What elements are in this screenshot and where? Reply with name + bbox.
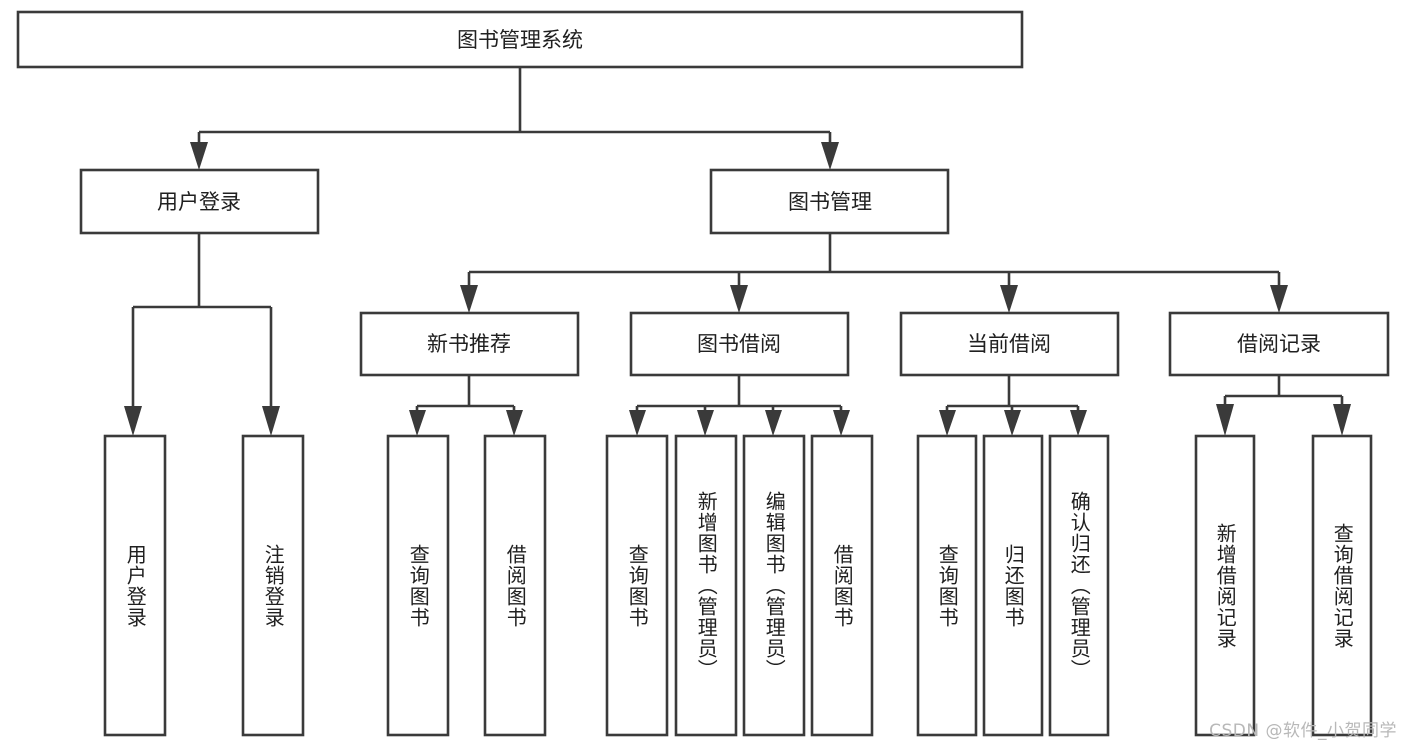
node-book-borrow[interactable]: 图书借阅: [629, 311, 850, 377]
arrow-head-new-book-recommend: [460, 285, 478, 313]
node-borrow-record[interactable]: 借阅记录: [1168, 311, 1390, 377]
arrow-head-leaf-user-login-1: [124, 406, 142, 436]
node-book-management-label: 图书管理: [788, 190, 872, 214]
arrow-head-current-borrow: [1000, 285, 1018, 313]
node-root-box[interactable]: [16, 10, 1024, 69]
leaf-box-cb-2[interactable]: [982, 434, 1044, 737]
leaf-group-borrow-record: [1194, 434, 1373, 737]
arrow-head-book-mgmt: [821, 142, 839, 170]
leaf-group-current-borrow: [916, 434, 1110, 737]
connector-group-book-mgmt: [460, 233, 1288, 313]
node-book-management[interactable]: 图书管理: [709, 168, 950, 235]
node-user-login-box[interactable]: [79, 168, 320, 235]
node-current-borrow-label: 当前借阅: [967, 332, 1051, 356]
node-current-borrow-box[interactable]: [899, 311, 1120, 377]
connector-group-current-borrow: [939, 375, 1087, 436]
arrow-head-leaf-bb-4: [833, 410, 850, 436]
node-new-book-recommend-label: 新书推荐: [427, 332, 511, 356]
leaf-box-bb-2[interactable]: [674, 434, 738, 737]
leaf-box-bb-1[interactable]: [605, 434, 669, 737]
arrow-head-user-login: [190, 142, 208, 170]
arrow-head-leaf-bb-2: [697, 410, 714, 436]
leaf-box-br-1[interactable]: [1194, 434, 1256, 737]
arrow-head-leaf-nbr-2: [506, 410, 523, 436]
node-user-login-label: 用户登录: [157, 190, 241, 214]
node-root[interactable]: 图书管理系统: [16, 10, 1024, 69]
leaf-box-nbr-1[interactable]: [386, 434, 450, 737]
node-root-label: 图书管理系统: [457, 28, 583, 52]
leaf-box-br-2[interactable]: [1311, 434, 1373, 737]
connector-group-new-book-recommend: [409, 375, 523, 436]
leaf-box-nbr-2[interactable]: [483, 434, 547, 737]
arrow-head-leaf-user-login-2: [262, 406, 280, 436]
node-new-book-recommend[interactable]: 新书推荐: [359, 311, 580, 377]
arrow-head-book-borrow: [730, 285, 748, 313]
node-book-management-box[interactable]: [709, 168, 950, 235]
csdn-watermark: CSDN @软件_小贺同学: [1209, 721, 1397, 741]
arrow-head-leaf-bb-1: [629, 410, 646, 436]
leaf-group-new-book-recommend: [386, 434, 547, 737]
node-book-borrow-label: 图书借阅: [697, 332, 781, 356]
node-borrow-record-label: 借阅记录: [1237, 332, 1321, 356]
connector-group-root: [190, 67, 839, 170]
connector-group-book-borrow: [629, 375, 850, 436]
leaf-box-user-login-2[interactable]: [241, 434, 305, 737]
arrow-head-leaf-cb-2: [1004, 410, 1021, 436]
arrow-head-leaf-cb-1: [939, 410, 956, 436]
arrow-head-leaf-cb-3: [1070, 410, 1087, 436]
connector-group-borrow-record: [1216, 375, 1351, 436]
leaf-box-bb-3[interactable]: [742, 434, 806, 737]
leaf-group-book-borrow: [605, 434, 874, 737]
node-book-borrow-box[interactable]: [629, 311, 850, 377]
leaf-box-cb-1[interactable]: [916, 434, 978, 737]
connector-group-user-login: [124, 233, 280, 436]
arrow-head-leaf-bb-3: [765, 410, 782, 436]
arrow-head-leaf-br-1: [1216, 404, 1234, 436]
leaf-group-user-login: [103, 434, 305, 737]
node-current-borrow[interactable]: 当前借阅: [899, 311, 1120, 377]
node-borrow-record-box[interactable]: [1168, 311, 1390, 377]
arrow-head-leaf-br-2: [1333, 404, 1351, 436]
leaf-box-user-login-1[interactable]: [103, 434, 167, 737]
arrow-head-leaf-nbr-1: [409, 410, 426, 436]
node-user-login[interactable]: 用户登录: [79, 168, 320, 235]
node-new-book-recommend-box[interactable]: [359, 311, 580, 377]
arrow-head-borrow-record: [1270, 285, 1288, 313]
leaf-box-bb-4[interactable]: [810, 434, 874, 737]
leaf-box-cb-3[interactable]: [1048, 434, 1110, 737]
